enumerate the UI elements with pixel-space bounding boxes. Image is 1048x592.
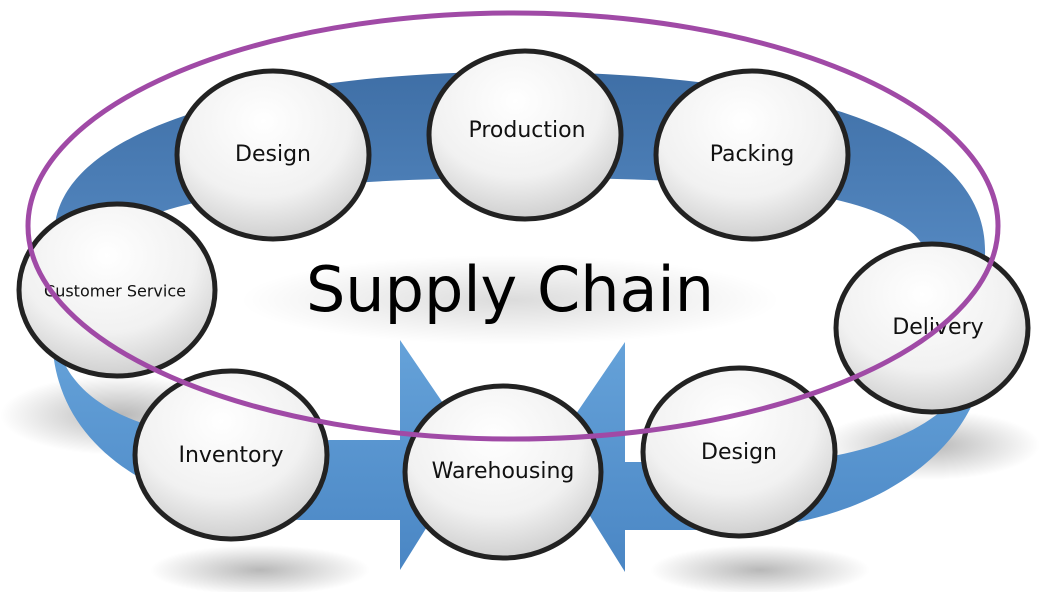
ring-front-right-band [550,300,989,572]
node-warehousing: Warehousing [402,383,604,561]
node-label: Warehousing [432,459,575,484]
node-label: Customer Service [44,282,186,301]
node-label: Inventory [178,443,283,468]
node-label: Production [468,118,585,143]
node-production: Production [426,48,624,222]
node-packing: Packing [653,68,851,242]
node-design-top: Design [174,68,372,242]
node-design-bottom: Design [640,365,838,539]
ring-front-left-band [52,300,475,570]
ground-shadows [0,255,1040,592]
diagram-title: Supply Chain [306,253,714,326]
node-delivery: Delivery [833,241,1031,415]
node-label: Packing [710,142,795,167]
node-label: Design [235,142,311,167]
highlight-outline [25,10,1001,442]
node-label: Design [701,440,777,465]
node-inventory: Inventory [132,368,330,542]
node-customer-service: Customer Service [16,201,218,379]
